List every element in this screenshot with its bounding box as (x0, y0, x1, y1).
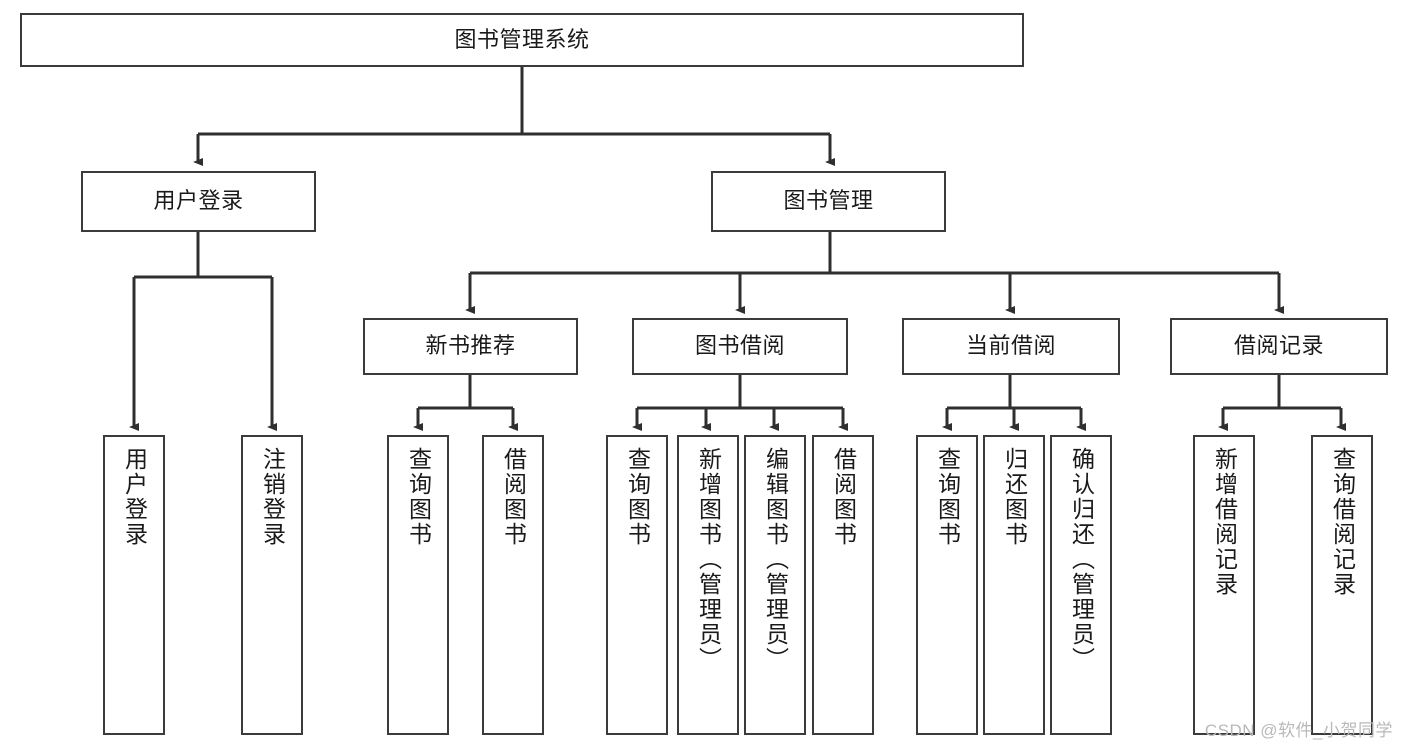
node-book-borrow[interactable]: 图书借阅 (632, 318, 848, 375)
node-leaf-add-record-label: 新增借阅记录 (1211, 447, 1238, 597)
node-current-borrow-label: 当前借阅 (965, 333, 1056, 359)
node-root-label: 图书管理系统 (454, 26, 590, 52)
node-leaf-query-book-3[interactable]: 查询图书 (916, 435, 978, 735)
watermark-text: CSDN @软件_小贺同学 (1204, 721, 1393, 740)
node-leaf-return-book[interactable]: 归还图书 (983, 435, 1045, 735)
node-book-management[interactable]: 图书管理 (711, 171, 946, 232)
node-leaf-confirm-return[interactable]: 确认归还（管理员） (1050, 435, 1112, 735)
node-leaf-edit-book[interactable]: 编辑图书（管理员） (744, 435, 806, 735)
node-borrow-record[interactable]: 借阅记录 (1170, 318, 1388, 375)
node-user-login-label: 用户登录 (153, 188, 244, 214)
node-leaf-add-book[interactable]: 新增图书（管理员） (677, 435, 739, 735)
node-leaf-query-record[interactable]: 查询借阅记录 (1311, 435, 1373, 735)
node-leaf-query-book-1[interactable]: 查询图书 (387, 435, 449, 735)
node-leaf-logout-login-label: 注销登录 (259, 447, 286, 547)
node-leaf-borrow-book-2[interactable]: 借阅图书 (812, 435, 874, 735)
node-leaf-edit-book-label: 编辑图书（管理员） (762, 447, 789, 672)
node-leaf-user-login-label: 用户登录 (121, 447, 148, 547)
node-leaf-borrow-book-2-label: 借阅图书 (830, 447, 857, 547)
node-leaf-query-book-1-label: 查询图书 (405, 447, 432, 547)
node-leaf-query-book-2[interactable]: 查询图书 (606, 435, 668, 735)
node-leaf-borrow-book-1-label: 借阅图书 (500, 447, 527, 547)
node-leaf-confirm-return-label: 确认归还（管理员） (1068, 447, 1095, 672)
node-new-book-recommend-label: 新书推荐 (425, 333, 516, 359)
node-leaf-query-book-2-label: 查询图书 (624, 447, 651, 547)
node-leaf-borrow-book-1[interactable]: 借阅图书 (482, 435, 544, 735)
node-leaf-return-book-label: 归还图书 (1001, 447, 1028, 547)
node-root[interactable]: 图书管理系统 (20, 13, 1024, 67)
node-leaf-add-book-label: 新增图书（管理员） (695, 447, 722, 672)
node-user-login[interactable]: 用户登录 (81, 171, 316, 232)
node-book-borrow-label: 图书借阅 (694, 333, 785, 359)
node-book-management-label: 图书管理 (783, 188, 874, 214)
node-leaf-user-login[interactable]: 用户登录 (103, 435, 165, 735)
node-new-book-recommend[interactable]: 新书推荐 (363, 318, 578, 375)
node-leaf-add-record[interactable]: 新增借阅记录 (1193, 435, 1255, 735)
node-borrow-record-label: 借阅记录 (1233, 333, 1324, 359)
node-leaf-logout-login[interactable]: 注销登录 (241, 435, 303, 735)
node-current-borrow[interactable]: 当前借阅 (902, 318, 1120, 375)
node-leaf-query-record-label: 查询借阅记录 (1329, 447, 1356, 597)
node-leaf-query-book-3-label: 查询图书 (934, 447, 961, 547)
